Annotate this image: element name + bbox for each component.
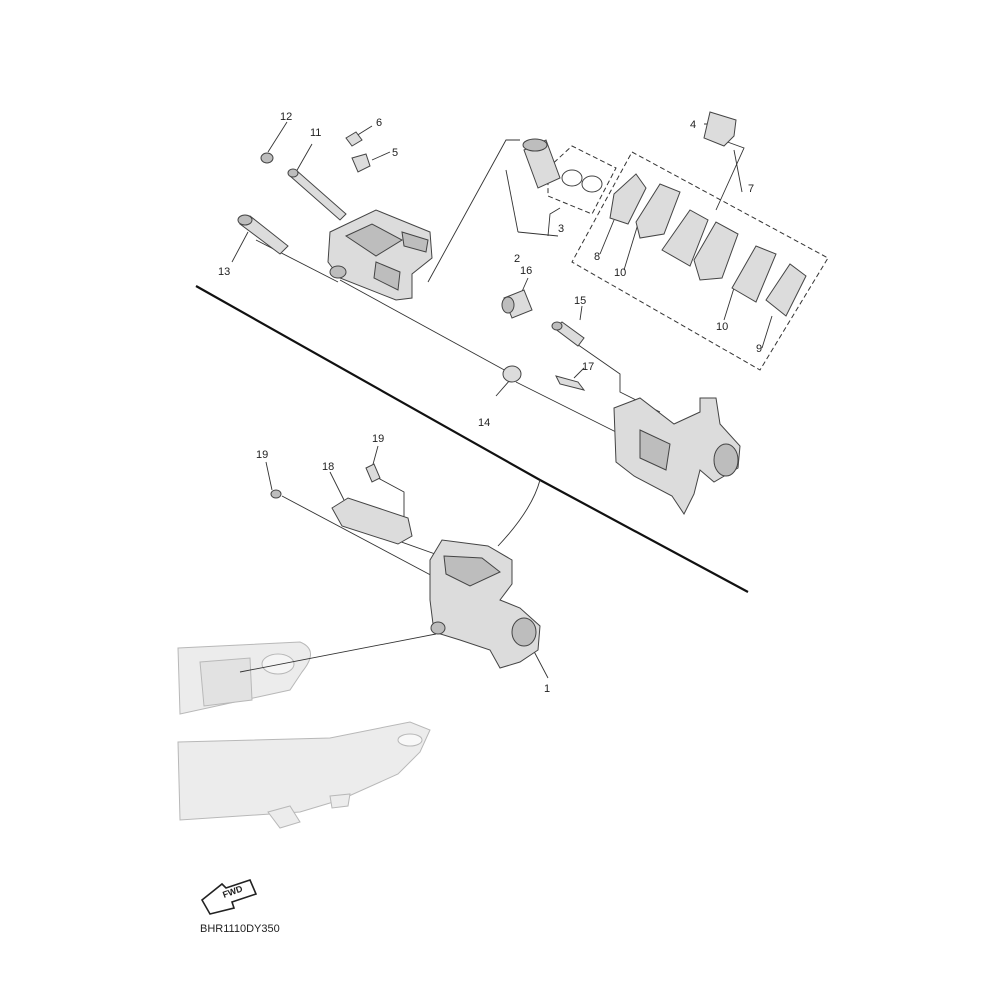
pad-kit-box bbox=[571, 151, 829, 371]
callout-11: 11 bbox=[310, 127, 321, 139]
seal-kit-box bbox=[547, 145, 617, 215]
piston-2[interactable] bbox=[522, 138, 561, 189]
diagram-code: BHR1110DY350 bbox=[200, 923, 280, 935]
pin-11[interactable] bbox=[287, 168, 347, 221]
callout-13: 13 bbox=[218, 266, 230, 278]
callout-14: 14 bbox=[478, 417, 490, 429]
callout-1: 1 bbox=[544, 683, 550, 695]
callout-labels: 1 2 3 4 5 6 7 8 9 10 10 11 12 13 14 15 1… bbox=[218, 111, 762, 695]
callout-10b: 10 bbox=[716, 321, 728, 333]
callout-16: 16 bbox=[520, 265, 532, 277]
caliper-assembly-1[interactable] bbox=[429, 539, 541, 669]
callout-9: 9 bbox=[756, 343, 762, 355]
callout-7: 7 bbox=[748, 183, 754, 195]
bleed-screw-cap-6[interactable] bbox=[345, 131, 363, 147]
callout-6: 6 bbox=[376, 117, 382, 129]
callout-17: 17 bbox=[582, 361, 594, 373]
forward-arrow-icon: FWD bbox=[200, 879, 258, 915]
pin-13[interactable] bbox=[237, 214, 289, 255]
caliper-body-upper[interactable] bbox=[327, 209, 433, 301]
clip-17[interactable] bbox=[555, 375, 586, 391]
callout-5: 5 bbox=[392, 147, 398, 159]
caliper-bracket-right[interactable] bbox=[613, 397, 741, 515]
callout-8: 8 bbox=[594, 251, 600, 263]
bolt-15[interactable] bbox=[551, 321, 585, 347]
swingarm-ghost bbox=[177, 641, 431, 829]
pad-holder-18[interactable] bbox=[331, 497, 413, 545]
callout-19b: 19 bbox=[372, 433, 384, 445]
boot-14[interactable] bbox=[502, 365, 522, 383]
callout-2: 2 bbox=[514, 253, 520, 265]
assembly-bracket-stem bbox=[497, 479, 541, 547]
bolt-12[interactable] bbox=[260, 152, 274, 164]
callout-3: 3 bbox=[558, 223, 564, 235]
callout-10a: 10 bbox=[614, 267, 626, 279]
callout-12: 12 bbox=[280, 111, 292, 123]
callout-18: 18 bbox=[322, 461, 334, 473]
bolt-19-right[interactable] bbox=[365, 463, 381, 483]
bleed-screw-5[interactable] bbox=[351, 153, 371, 173]
pad-spring-4[interactable] bbox=[703, 111, 737, 147]
bolt-19-left[interactable] bbox=[270, 489, 282, 499]
callout-19a: 19 bbox=[256, 449, 268, 461]
brake-pads[interactable] bbox=[609, 173, 807, 317]
leader-lines bbox=[231, 121, 773, 679]
bushing-16[interactable] bbox=[501, 289, 533, 319]
piston-seals-3[interactable] bbox=[561, 169, 603, 193]
callout-4: 4 bbox=[690, 119, 696, 131]
callout-15: 15 bbox=[574, 295, 586, 307]
